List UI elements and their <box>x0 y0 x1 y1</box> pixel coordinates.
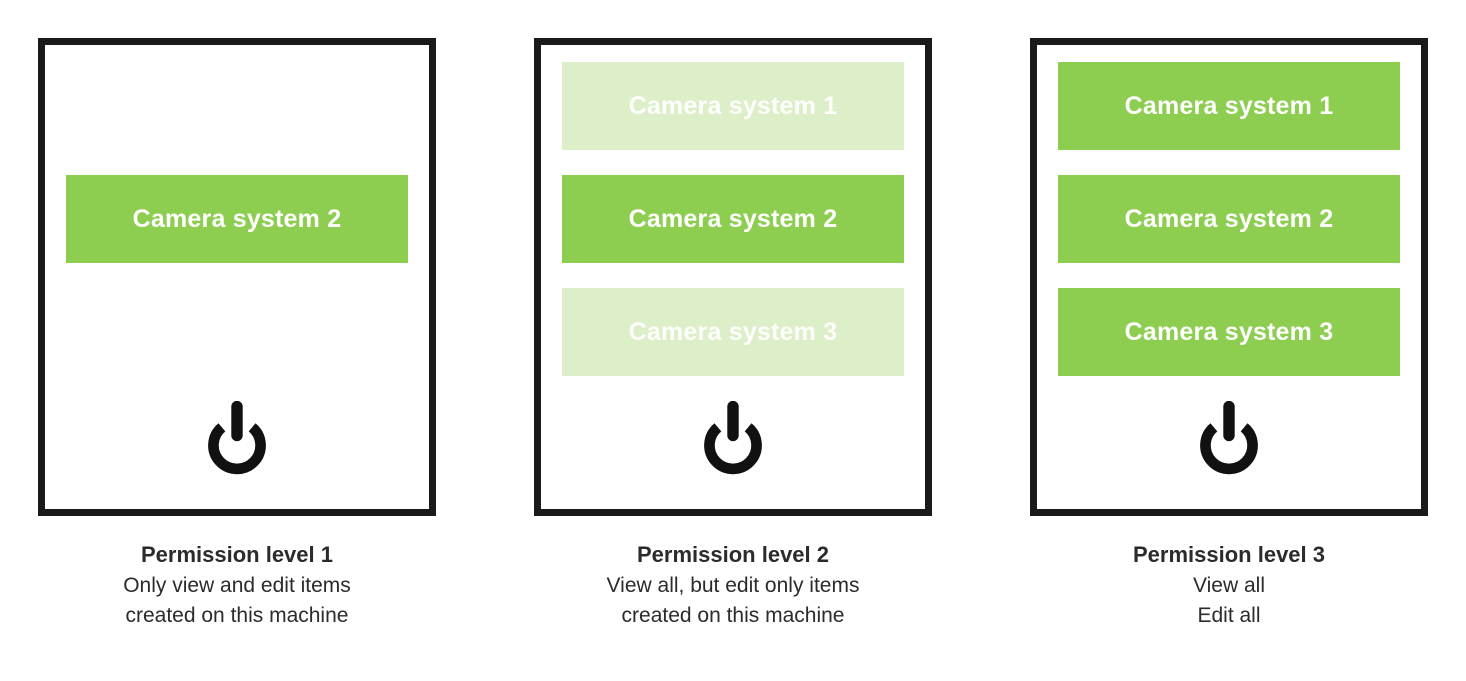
permission-level-3-panel: Camera system 1 Camera system 2 Camera s… <box>1030 38 1428 516</box>
power-icon[interactable] <box>695 400 771 479</box>
permission-levels-diagram: Camera system 2 Permission level 1 Only … <box>38 38 1428 632</box>
power-icon[interactable] <box>199 400 275 479</box>
caption-title: Permission level 2 <box>637 542 829 567</box>
caption-line: Edit all <box>1197 604 1261 628</box>
permission-level-1-caption: Permission level 1 Only view and edit it… <box>123 539 351 632</box>
caption-title: Permission level 1 <box>140 542 333 567</box>
camera-system-2-button[interactable]: Camera system 2 <box>66 175 408 263</box>
permission-level-3-caption: Permission level 3 View all Edit all <box>1133 539 1325 632</box>
camera-system-3-button[interactable]: Camera system 3 <box>562 288 904 376</box>
camera-system-1-button[interactable]: Camera system 1 <box>1058 62 1400 150</box>
camera-system-3-button[interactable]: Camera system 3 <box>1058 288 1400 376</box>
caption-line: Only view and edit items <box>123 573 351 597</box>
permission-level-1-column: Camera system 2 Permission level 1 Only … <box>38 38 436 632</box>
caption-title: Permission level 3 <box>1133 542 1325 567</box>
camera-system-1-button[interactable]: Camera system 1 <box>562 62 904 150</box>
permission-level-2-caption: Permission level 2 View all, but edit on… <box>607 539 860 632</box>
permission-level-2-column: Camera system 1 Camera system 2 Camera s… <box>534 38 932 632</box>
permission-level-2-panel: Camera system 1 Camera system 2 Camera s… <box>534 38 932 516</box>
permission-level-1-panel: Camera system 2 <box>38 38 436 516</box>
power-icon[interactable] <box>1191 400 1267 479</box>
camera-system-2-button[interactable]: Camera system 2 <box>562 175 904 263</box>
permission-level-3-column: Camera system 1 Camera system 2 Camera s… <box>1030 38 1428 632</box>
caption-line: created on this machine <box>621 604 845 628</box>
caption-line: View all, but edit only items <box>606 573 860 597</box>
camera-system-2-button[interactable]: Camera system 2 <box>1058 175 1400 263</box>
caption-line: created on this machine <box>125 604 349 628</box>
caption-line: View all <box>1193 573 1265 597</box>
